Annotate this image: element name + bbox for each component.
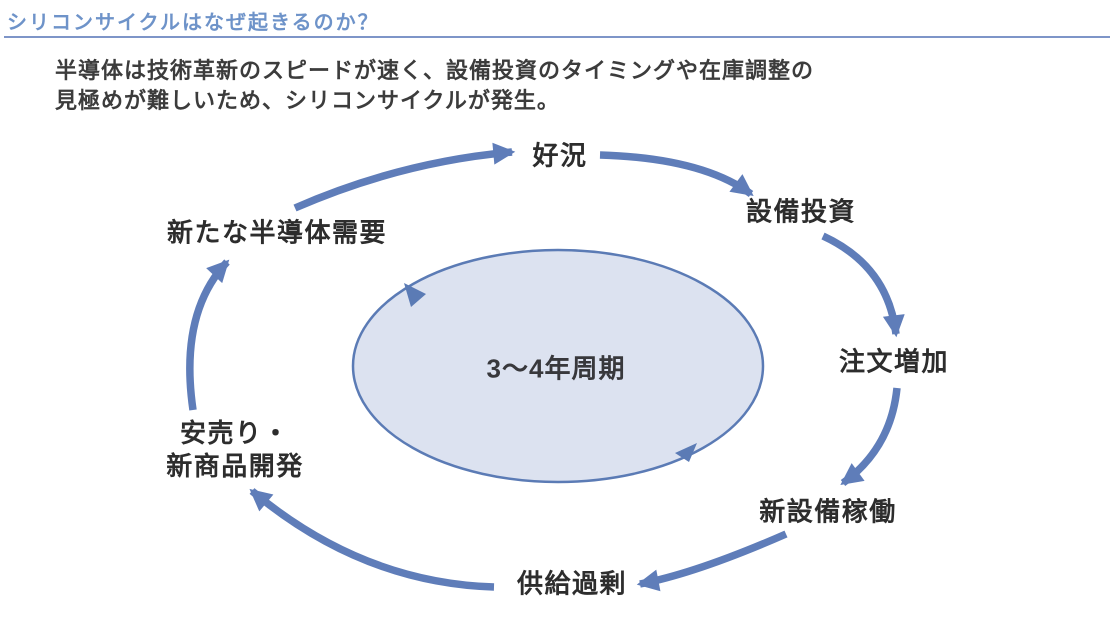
- inner-ellipse-arrowhead-bottomright-icon: [675, 443, 697, 462]
- title-underline: [4, 36, 1110, 38]
- intro-line-2: 見極めが難しいため、シリコンサイクルが発生。: [55, 88, 560, 113]
- intro-paragraph: 半導体は技術革新のスピードが速く、設備投資のタイミングや在庫調整の 見極めが難し…: [55, 56, 814, 116]
- arrow-boom-to-capex-icon: [599, 151, 754, 198]
- arrow-newdemand-to-boom-icon: [293, 142, 516, 212]
- inner-cycle-ellipse: [351, 248, 765, 484]
- cycle-period-label: 3〜4年周期: [486, 353, 626, 384]
- arrow-discount-to-newdemand-icon: [186, 259, 230, 411]
- cycle-step-boom: 好況: [532, 140, 588, 171]
- arrow-newequip-to-oversupply-icon: [636, 530, 788, 592]
- cycle-step-capital-investment: 設備投資: [745, 196, 857, 227]
- intro-line-1: 半導体は技術革新のスピードが速く、設備投資のタイミングや在庫調整の: [55, 58, 815, 83]
- cycle-step-order-increase: 注文増加: [838, 346, 950, 377]
- inner-ellipse-arrowhead-topleft-icon: [404, 283, 426, 307]
- arrow-capex-to-orders-icon: [821, 232, 905, 338]
- cycle-step-new-semiconductor-demand: 新たな半導体需要: [166, 217, 388, 248]
- cycle-step-oversupply: 供給過剰: [516, 568, 628, 599]
- arrow-oversupply-to-discount-icon: [249, 488, 495, 591]
- page-title: シリコンサイクルはなぜ起きるのか？: [7, 12, 380, 34]
- cycle-step-discount-and-new-products: 安売り・ 新商品開発: [166, 417, 304, 483]
- cycle-step-discount-line-1: 安売り・: [179, 418, 291, 448]
- arrow-orders-to-newequip-icon: [840, 387, 901, 487]
- cycle-step-new-equipment-operation: 新設備稼働: [759, 496, 897, 527]
- cycle-step-discount-line-2: 新商品開発: [166, 451, 304, 481]
